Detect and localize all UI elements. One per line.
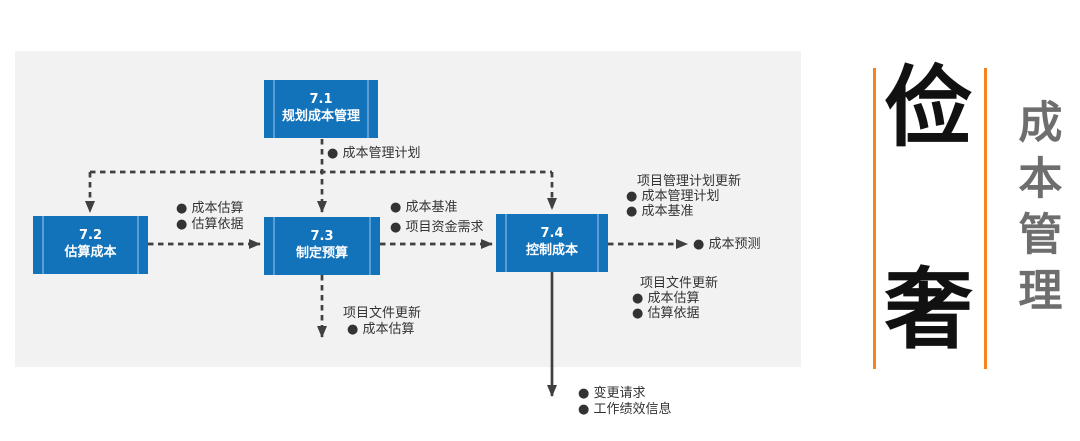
- label-cost-estimates: ● 成本估算: [176, 201, 244, 216]
- box-number: 7.4: [540, 226, 564, 242]
- label-funding-requirements: ● 项目资金需求: [390, 220, 484, 235]
- label-basis-of-estimates: ● 估算依据: [176, 217, 244, 232]
- label-change-requests: ● 变更请求: [578, 386, 646, 401]
- sidebar-char-she: 奢: [884, 258, 973, 361]
- label-doc-updates-right-header: 项目文件更新: [640, 276, 719, 291]
- label-cost-forecasts: ● 成本预测: [693, 237, 761, 252]
- label-doc-updates-left-header: 项目文件更新: [343, 306, 422, 321]
- label-group-7-4-bottom-outputs: ● 变更请求 ● 工作绩效信息: [578, 386, 671, 418]
- orange-rule-right: [984, 68, 987, 369]
- label-pm-plan-updates-item: ● 成本基准: [626, 204, 694, 219]
- label-group-doc-updates-below-7-3: 项目文件更新 ● 成本估算: [343, 306, 421, 338]
- label-doc-updates-left-item: ● 成本估算: [347, 322, 415, 337]
- label-doc-updates-right-item: ● 成本估算: [632, 291, 700, 306]
- process-box-7-2: 7.2 估算成本: [33, 216, 148, 274]
- orange-rule-left: [873, 68, 876, 369]
- box-title: 控制成本: [525, 243, 578, 258]
- box-number: 7.1: [309, 92, 333, 108]
- process-box-7-4: 7.4 控制成本: [496, 214, 608, 272]
- process-box-7-3: 7.3 制定预算: [264, 217, 380, 275]
- label-cost-management-plan: ● 成本管理计划: [327, 146, 421, 161]
- sidebar-char-jian: 俭: [884, 56, 973, 159]
- box-title: 估算成本: [64, 245, 117, 260]
- vertical-title-cost-management: 成本管理: [1010, 99, 1062, 323]
- label-group-7-3-outputs: ● 成本基准 ● 项目资金需求: [390, 198, 483, 238]
- box-number: 7.3: [310, 229, 334, 245]
- label-group-doc-updates-right: 项目文件更新 ● 成本估算 ● 估算依据: [632, 276, 718, 321]
- label-pm-plan-updates-item: ● 成本管理计划: [626, 189, 720, 204]
- label-pm-plan-updates-header: 项目管理计划更新: [637, 174, 742, 189]
- diagram-background-panel: [15, 51, 801, 367]
- box-number: 7.2: [78, 228, 103, 244]
- label-doc-updates-right-item: ● 估算依据: [632, 306, 700, 321]
- label-group-pm-plan-updates: 项目管理计划更新 ● 成本管理计划 ● 成本基准: [626, 174, 741, 219]
- box-title: 规划成本管理: [281, 109, 360, 124]
- label-work-performance-info: ● 工作绩效信息: [578, 402, 672, 417]
- process-box-7-1: 7.1 规划成本管理: [264, 80, 378, 138]
- label-cost-baseline: ● 成本基准: [390, 200, 458, 215]
- box-title: 制定预算: [295, 246, 348, 261]
- label-group-7-2-outputs: ● 成本估算 ● 估算依据: [176, 201, 243, 233]
